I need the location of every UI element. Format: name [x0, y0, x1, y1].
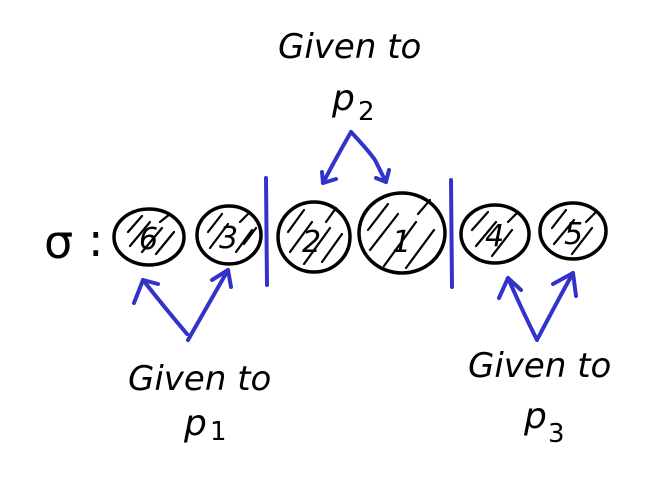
ball-5: 5	[538, 201, 608, 261]
hatch-marks	[366, 198, 436, 270]
arrow-to-ball-2	[321, 130, 353, 185]
ball-label: 6	[139, 222, 158, 257]
ball-label: 2	[302, 225, 321, 260]
hatch-marks	[206, 210, 258, 254]
ball-4: 4	[459, 203, 531, 265]
arrow-to-ball-5	[536, 271, 575, 340]
ball-2: 2	[276, 200, 352, 274]
recipient-subscript: 3	[548, 419, 565, 449]
caption-text: Given to	[468, 346, 611, 386]
arrow-to-ball-4	[506, 276, 539, 342]
arrow-group-2	[320, 130, 391, 185]
hatch-marks	[470, 210, 520, 258]
ball-label: 1	[392, 225, 411, 260]
arrow-to-ball-1	[349, 130, 388, 184]
colon-separator: :	[88, 213, 104, 267]
arrow-to-ball-6	[141, 278, 189, 336]
recipient-subscript: 1	[210, 417, 227, 447]
ball-1: 1	[357, 191, 447, 275]
arrow-to-ball-3	[186, 268, 230, 342]
ball-label: 5	[564, 217, 583, 252]
group-divider	[264, 176, 269, 287]
ball-label: 3	[219, 221, 238, 256]
ball-label: 4	[485, 219, 504, 254]
ball-6: 6	[112, 207, 186, 267]
recipient-text: p	[523, 396, 547, 437]
hatch-marks	[550, 208, 598, 256]
hatch-marks	[286, 206, 344, 266]
ball-3: 3	[195, 204, 263, 266]
hatch-marks	[126, 212, 176, 256]
arrow-group-1	[132, 268, 233, 342]
label-group-3: Given to p 3	[468, 346, 611, 449]
sigma-symbol: σ	[44, 215, 73, 269]
caption-text: Given to	[128, 359, 271, 399]
recipient-text: p	[183, 403, 207, 444]
arrow-group-3	[497, 271, 578, 342]
recipient-text: p	[331, 78, 355, 119]
group-divider	[449, 178, 454, 289]
label-group-2: Given to p 2	[278, 27, 421, 127]
caption-text: Given to	[278, 27, 421, 67]
recipient-subscript: 2	[358, 97, 375, 127]
label-group-1: Given to p 1	[128, 359, 271, 447]
